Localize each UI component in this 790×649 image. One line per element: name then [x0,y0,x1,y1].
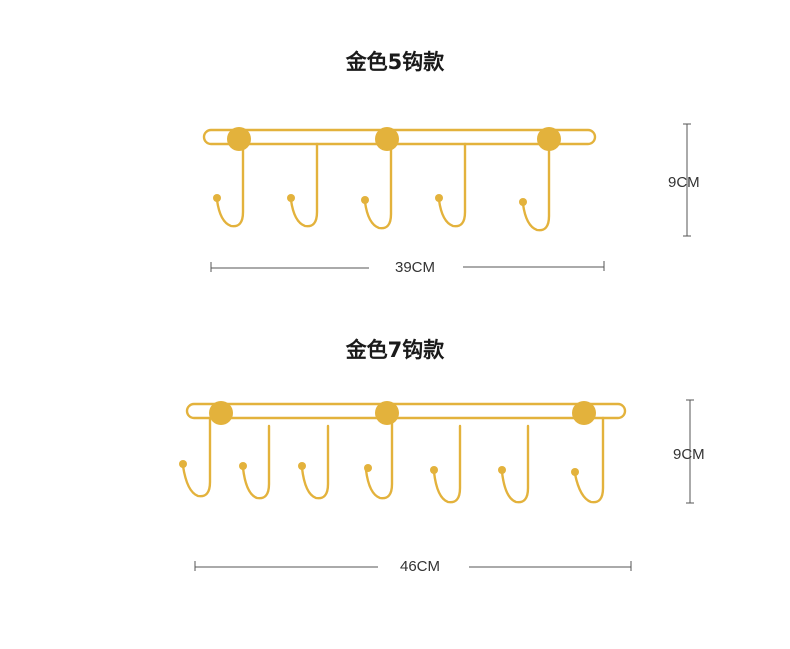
mount-disc [375,401,399,425]
rack-5-hook [202,128,597,232]
rack-7-hook [181,402,627,504]
hook [364,416,394,500]
hook [363,142,393,230]
height-label-7-hook: 9CM [673,446,705,463]
height-label-5-hook: 9CM [668,174,700,191]
dimension-lines-5 [210,123,691,272]
hook [300,424,330,500]
product-title-7-hook: 金色7钩款 [345,338,445,362]
width-label-5-hook: 39CM [394,259,435,276]
hook-tips-7 [179,460,579,476]
mount-disc [227,127,251,151]
width-label-7-hook: 46CM [399,558,440,575]
mount-disc [375,127,399,151]
hook [573,416,605,504]
hook [289,142,319,228]
hook [437,142,467,228]
rack-frame [185,402,627,420]
hooks-7 [181,416,605,504]
hook [521,142,551,232]
dimension-lines-7 [194,399,694,571]
rack-frame [202,128,597,146]
hook [432,424,462,504]
hooks-5 [215,142,551,232]
hook-tips-5 [213,194,527,206]
hook [500,424,530,504]
mount-disc [572,401,596,425]
hook [181,416,212,498]
mount-disc [209,401,233,425]
hook [241,424,271,500]
mount-discs-5 [227,127,561,151]
mount-discs-7 [209,401,596,425]
mount-disc [537,127,561,151]
hook [215,142,245,228]
product-title-5-hook: 金色5钩款 [345,50,445,74]
